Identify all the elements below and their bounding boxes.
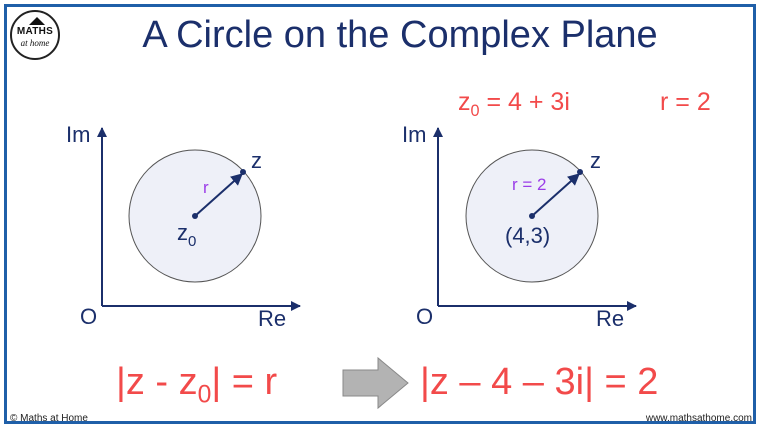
right-im-label: Im xyxy=(402,122,426,147)
logo-text-home: at home xyxy=(20,38,50,48)
left-center-point xyxy=(192,213,198,219)
logo-text-maths: MATHS xyxy=(16,26,54,37)
house-icon xyxy=(29,17,45,25)
left-radius-label: r xyxy=(203,178,209,197)
transition-arrow-icon xyxy=(342,356,409,410)
website-url: www.mathsathome.com xyxy=(645,413,752,424)
left-radius-arrow xyxy=(194,173,243,217)
given-center: z0 = 4 + 3i xyxy=(458,88,570,120)
left-z-label: z xyxy=(251,148,262,173)
general-equation: |z - z0| = r xyxy=(116,361,278,409)
right-re-label: Re xyxy=(596,306,624,331)
right-z-point xyxy=(577,169,583,175)
right-origin-label: O xyxy=(416,304,433,329)
left-origin-label: O xyxy=(80,304,97,329)
left-z-point xyxy=(240,169,246,175)
left-re-label: Re xyxy=(258,306,286,331)
given-radius: r = 2 xyxy=(660,88,711,116)
right-center-label: (4,3) xyxy=(505,223,550,248)
specific-equation: |z – 4 – 3i| = 2 xyxy=(420,361,659,403)
right-z-label: z xyxy=(590,148,601,173)
right-radius-label: r = 2 xyxy=(512,175,547,194)
left-im-label: Im xyxy=(66,122,90,147)
right-center-point xyxy=(529,213,535,219)
left-diagram: Im Re O z r z0 xyxy=(66,122,301,331)
right-diagram: Im Re O z r = 2 (4,3) xyxy=(402,122,637,331)
right-radius-arrow xyxy=(531,173,580,217)
maths-at-home-logo: MATHS at home xyxy=(10,10,60,60)
copyright-text: © Maths at Home xyxy=(10,413,88,424)
left-center-label: z0 xyxy=(177,220,196,250)
page-title: A Circle on the Complex Plane xyxy=(142,14,658,56)
